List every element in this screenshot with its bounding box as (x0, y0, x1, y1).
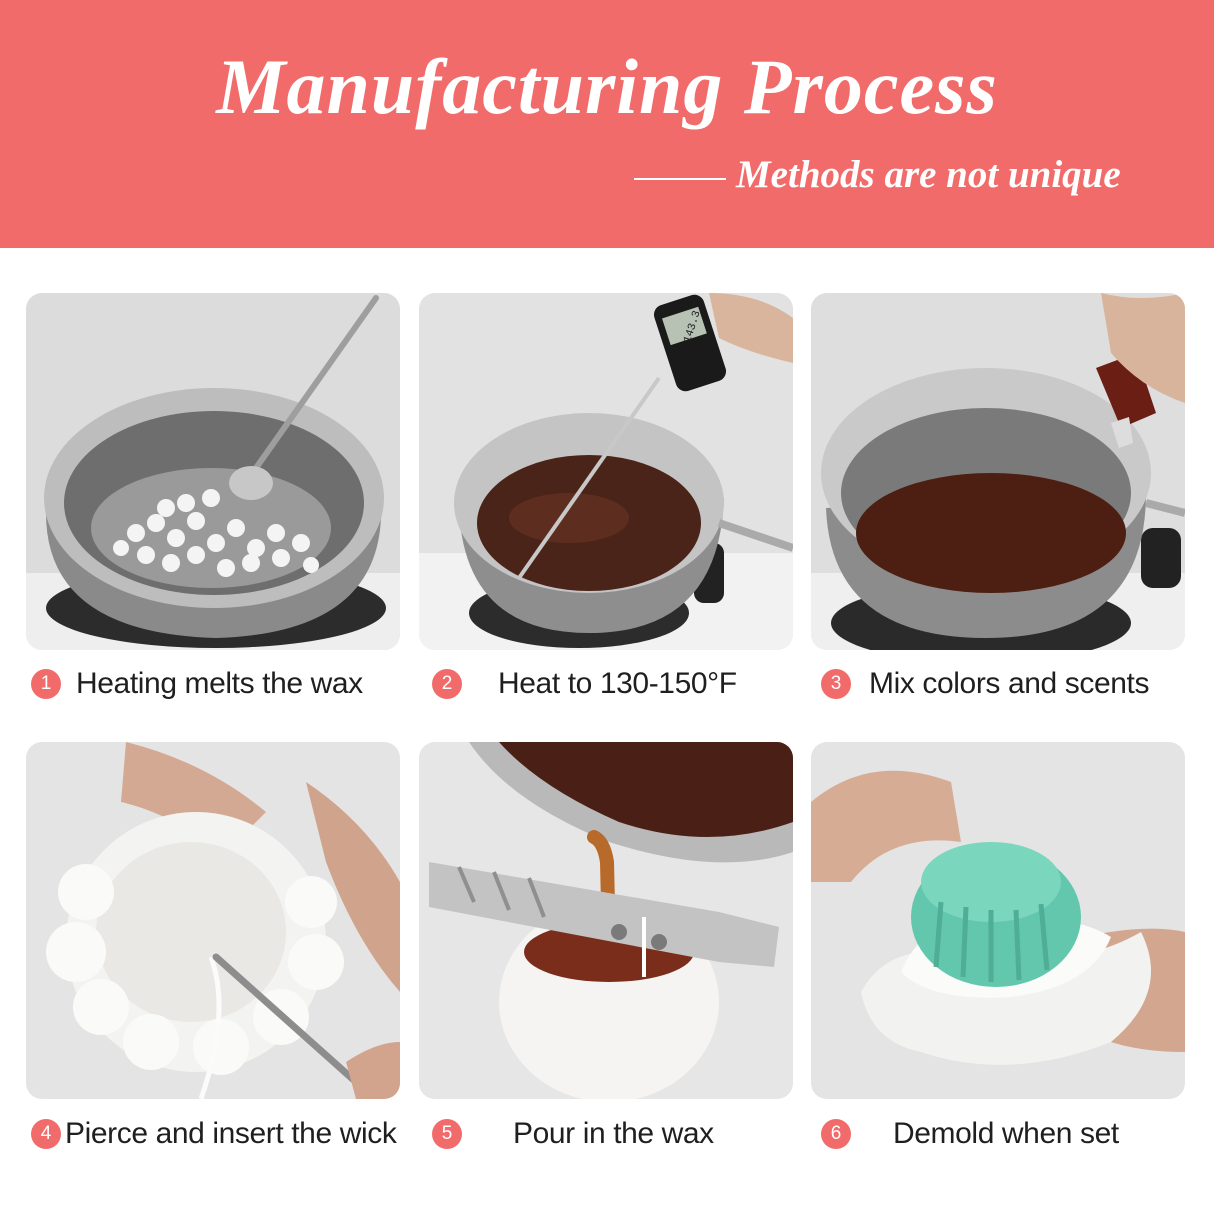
step-2: 2 Heat to 130-150°F (432, 664, 737, 704)
step-number-badge: 6 (821, 1119, 851, 1149)
page-subtitle: Methods are not unique (736, 153, 1121, 196)
header-banner (0, 0, 1214, 248)
step-number-badge: 1 (31, 669, 61, 699)
step-label: Mix colors and scents (869, 667, 1150, 700)
step-number-badge: 3 (821, 669, 851, 699)
step-number-badge: 5 (432, 1119, 462, 1149)
step-4: 4 Pierce and insert the wick (31, 1114, 397, 1154)
step-label: Pierce and insert the wick (65, 1117, 397, 1150)
step-label: Pour in the wax (513, 1117, 714, 1150)
step-6-image (811, 742, 1185, 1099)
step-6: 6 Demold when set (821, 1114, 1119, 1154)
step-label: Heat to 130-150°F (498, 667, 737, 700)
step-number-badge: 2 (432, 669, 462, 699)
step-1-image (26, 293, 400, 650)
step-number-badge: 4 (31, 1119, 61, 1149)
step-2-image: 143.3 (419, 293, 793, 650)
step-5: 5 Pour in the wax (432, 1114, 714, 1154)
step-label: Demold when set (893, 1117, 1119, 1150)
step-label: Heating melts the wax (76, 667, 363, 700)
step-5-image (419, 742, 793, 1099)
step-4-image (26, 742, 400, 1099)
step-3-image (811, 293, 1185, 650)
page-title: Manufacturing Process (216, 43, 998, 130)
step-3: 3 Mix colors and scents (821, 664, 1149, 704)
step-1: 1 Heating melts the wax (31, 664, 363, 704)
subtitle-divider (634, 178, 726, 180)
